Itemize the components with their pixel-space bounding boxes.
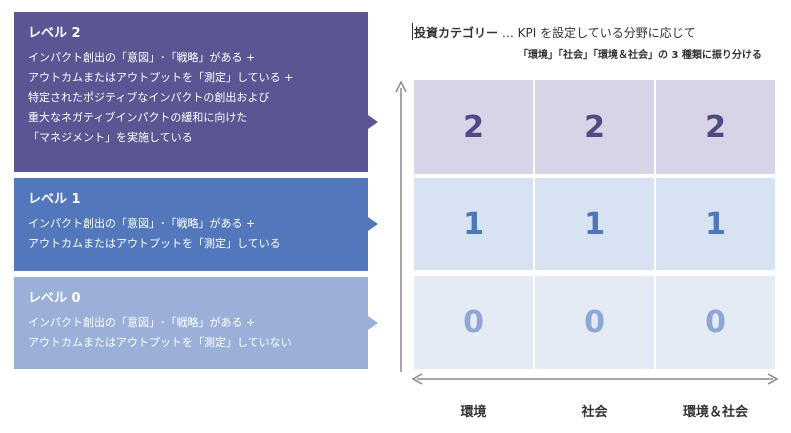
- level-1-line-1: インパクト創出の「意図」･「戦略」がある +: [28, 217, 256, 230]
- category-subheader: 「環境」「社会」「環境＆社会」の 3 種類に振り分ける: [518, 50, 762, 61]
- category-label-env: 環境: [460, 405, 487, 420]
- grid-cell-level0-social: 0: [535, 276, 654, 369]
- text-cursor: [412, 23, 413, 40]
- grid-cell-level1-env-social: 1: [656, 178, 775, 270]
- level-2-line-3: 特定されたポジティブなインパクトの創出および: [28, 91, 270, 104]
- category-header: 投資カテゴリー … KPI を設定している分野に応じて: [414, 24, 696, 41]
- grid-cell-level1-social: 1: [535, 178, 654, 270]
- level-2-pointer-icon: [368, 115, 378, 129]
- level-2-line-4: 重大なネガティブインパクトの緩和に向けた: [28, 111, 248, 124]
- level-2-title: レベル 2: [28, 26, 81, 41]
- y-axis-arrow-icon: [395, 80, 407, 372]
- level-0-pointer-icon: [368, 316, 378, 330]
- level-2-line-2: アウトカムまたはアウトプットを「測定」している +: [28, 71, 294, 84]
- grid-cell-level0-env-social: 0: [656, 276, 775, 369]
- level-1-title: レベル 1: [28, 192, 81, 207]
- grid-cell-level2-env: 2: [414, 80, 533, 174]
- category-header-rest: … KPI を設定している分野に応じて: [498, 26, 696, 40]
- level-2-box: レベル 2 インパクト創出の「意図」･「戦略」がある + アウトカムまたはアウト…: [14, 12, 368, 172]
- level-1-pointer-icon: [368, 217, 378, 231]
- x-axis-arrow-icon: [411, 373, 779, 385]
- grid-cell-level1-env: 1: [414, 178, 533, 270]
- level-0-line-2: アウトカムまたはアウトプットを「測定」していない: [28, 336, 292, 349]
- grid-cell-level2-social: 2: [535, 80, 654, 174]
- level-0-line-1: インパクト創出の「意図」･「戦略」がある +: [28, 316, 256, 329]
- level-1-line-2: アウトカムまたはアウトプットを「測定」している: [28, 237, 281, 250]
- grid-cell-level2-env-social: 2: [656, 80, 775, 174]
- level-1-box: レベル 1 インパクト創出の「意図」･「戦略」がある + アウトカムまたはアウト…: [14, 178, 368, 271]
- level-0-title: レベル 0: [28, 291, 81, 306]
- level-2-line-1: インパクト創出の「意図」･「戦略」がある +: [28, 51, 256, 64]
- category-header-bold: 投資カテゴリー: [414, 26, 499, 40]
- level-2-line-5: 「マネジメント」を実施している: [28, 131, 193, 144]
- level-0-box: レベル 0 インパクト創出の「意図」･「戦略」がある + アウトカムまたはアウト…: [14, 277, 368, 369]
- category-label-env-social: 環境＆社会: [682, 405, 748, 420]
- category-label-social: 社会: [581, 405, 608, 420]
- grid-cell-level0-env: 0: [414, 276, 533, 369]
